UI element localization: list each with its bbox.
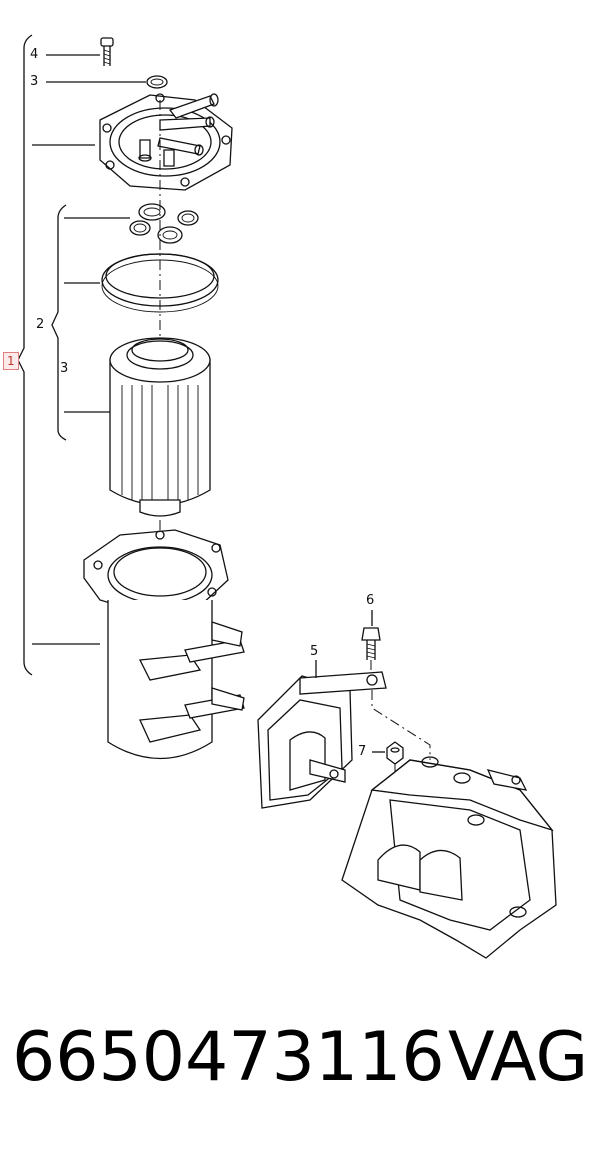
assembly-line [371, 690, 431, 760]
part-number: 6650473116 [12, 1018, 445, 1097]
callout-3-top[interactable]: 3 [30, 74, 39, 89]
callout-1[interactable]: 1 [3, 352, 19, 370]
nut-part [386, 741, 404, 780]
sealing-ring [101, 253, 219, 313]
o-ring-set [129, 203, 199, 244]
brand-name: VAG [448, 1018, 589, 1097]
exploded-view-drawing [17, 34, 557, 959]
callout-4[interactable]: 4 [30, 47, 39, 62]
callout-5[interactable]: 5 [310, 644, 319, 659]
mounting-bracket [257, 671, 387, 809]
bolt-part [361, 627, 381, 672]
callout-3-group[interactable]: 3 [60, 361, 69, 376]
screw-part [100, 37, 114, 66]
callout-2[interactable]: 2 [36, 317, 45, 332]
footer: 6650473116 VAG [0, 1000, 600, 1150]
filter-housing [83, 529, 245, 760]
parts-diagram: 1 2 3 3 4 5 6 7 [3, 34, 557, 959]
engine-mount [341, 756, 557, 959]
callout-7[interactable]: 7 [358, 744, 367, 759]
callout-6[interactable]: 6 [366, 593, 375, 608]
filter-element [109, 337, 211, 517]
filter-lid [99, 93, 233, 191]
o-ring-top [146, 75, 168, 89]
bracket-group-2 [51, 204, 130, 441]
